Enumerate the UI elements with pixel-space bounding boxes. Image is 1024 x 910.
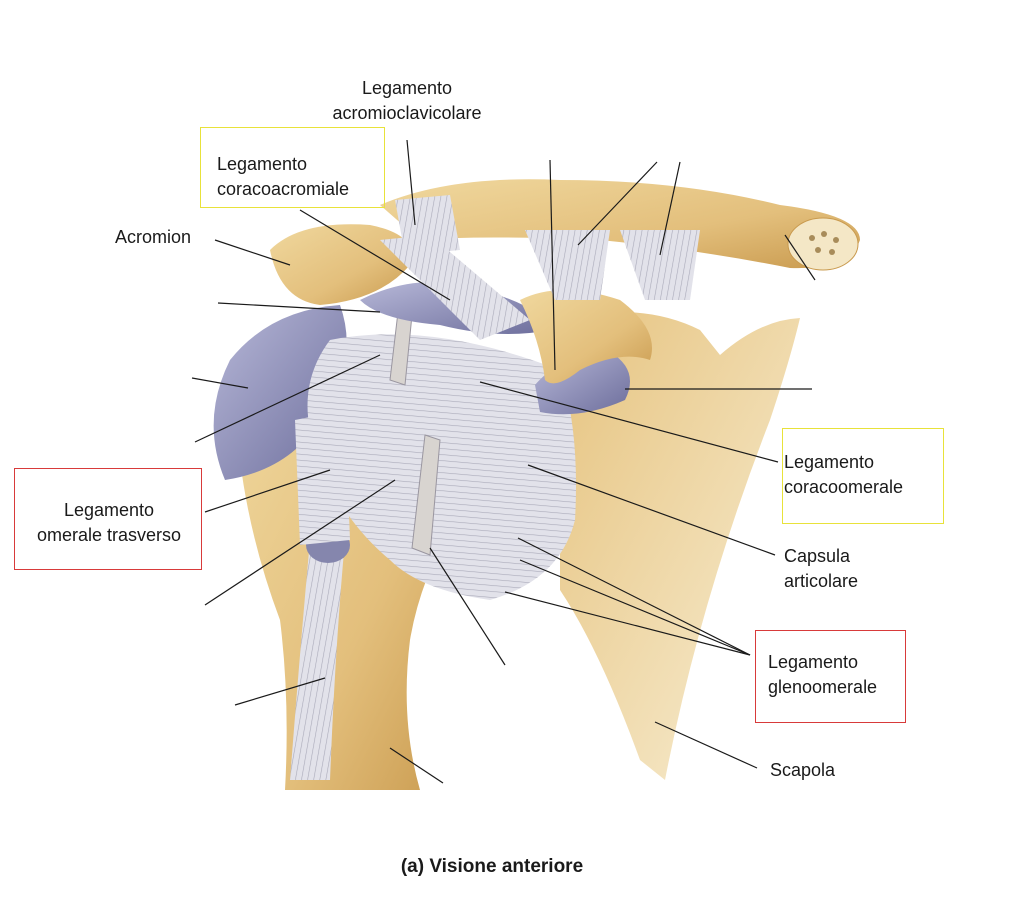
label-line: coracoomerale xyxy=(784,477,904,497)
label-line: Legamento xyxy=(63,500,155,520)
label-line: Legamento xyxy=(768,652,859,672)
acromion-bone xyxy=(270,224,412,305)
clavicle-bone xyxy=(380,179,860,269)
label-scapola: Scapola xyxy=(770,760,836,780)
label-line: articolare xyxy=(784,571,859,591)
label-glenoomerale: Legamento glenoomerale xyxy=(768,650,877,700)
coracoid-process xyxy=(520,290,652,384)
highlight-box-coracoacromiale xyxy=(200,127,385,208)
highlight-box-omerale-trasverso xyxy=(14,468,202,570)
label-acromion: Acromion xyxy=(115,227,192,247)
label-line: Legamento xyxy=(361,78,453,98)
coracoclavicular-ligaments xyxy=(525,230,610,300)
label-coracoomerale: Legamento coracoomerale xyxy=(784,450,903,500)
label-acromioclavicolare: Legamento acromioclavicolare xyxy=(316,76,498,126)
coracoacromial-ligament-shape xyxy=(380,235,530,340)
scapula-bone xyxy=(560,312,800,780)
label-line: Capsula xyxy=(784,546,851,566)
figure-caption: (a) Visione anteriore xyxy=(400,856,584,877)
label-line: omerale trasverso xyxy=(36,525,182,545)
label-coracoacromiale: Legamento coracoacromiale xyxy=(217,152,349,202)
humeral-head-cartilage xyxy=(213,305,347,480)
label-line: glenoomerale xyxy=(768,677,878,697)
biceps-tendon xyxy=(290,540,345,780)
label-omerale-trasverso: Legamento omerale trasverso xyxy=(16,498,202,548)
label-line: coracoacromiale xyxy=(217,179,350,199)
label-line: acromioclavicolare xyxy=(332,103,482,123)
highlight-box-glenoomerale xyxy=(755,630,906,723)
joint-capsule xyxy=(307,334,576,600)
label-capsula-articolare: Capsula articolare xyxy=(784,544,858,594)
label-line: Legamento xyxy=(217,154,308,174)
highlight-box-coracoomerale xyxy=(782,428,944,524)
label-line: Legamento xyxy=(784,452,875,472)
leader-lines xyxy=(191,139,816,784)
